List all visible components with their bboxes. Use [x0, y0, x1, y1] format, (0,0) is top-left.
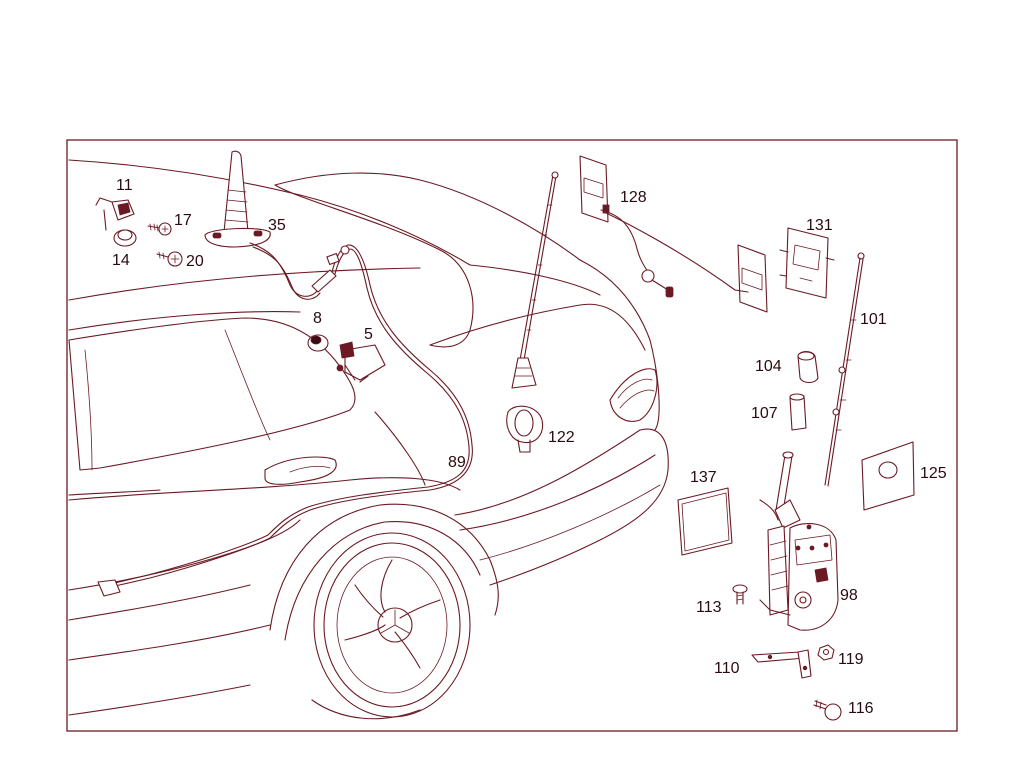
bolt-116: [813, 699, 842, 721]
diagram-frame: [66, 139, 958, 732]
label-98: 98: [840, 587, 858, 604]
label-20: 20: [186, 253, 204, 270]
screw-113: [732, 584, 748, 605]
rear-antenna-mast: [511, 171, 559, 389]
part-labels: 11 17 14 20 35 8 5 89 122 128 131 101 10…: [112, 177, 947, 717]
screw-17: [147, 222, 172, 236]
roof-antenna-35: [204, 150, 271, 248]
label-110: 110: [714, 660, 740, 677]
nut-119: [817, 644, 835, 661]
label-11: 11: [116, 177, 133, 194]
label-104: 104: [755, 358, 782, 375]
bracket-131: [779, 227, 835, 299]
bracket-110: [751, 649, 812, 679]
label-101: 101: [860, 311, 887, 328]
sleeve-104: [797, 350, 819, 384]
bracket-128: [579, 155, 736, 298]
label-35: 35: [268, 217, 286, 234]
gasket-125: [861, 441, 915, 511]
label-107: 107: [751, 405, 778, 422]
label-113: 113: [696, 599, 722, 616]
label-119: 119: [838, 651, 864, 668]
bracket-128-plate: [734, 244, 768, 313]
antenna-motor-98: [759, 451, 839, 631]
bushing-107: [789, 393, 807, 431]
label-137: 137: [690, 469, 717, 486]
grommet-8: [307, 334, 329, 352]
label-89: 89: [448, 454, 466, 471]
antenna-base-122: [506, 405, 544, 453]
label-128: 128: [620, 189, 647, 206]
antenna-cable-89: [97, 242, 473, 597]
car-body: [68, 159, 669, 720]
antenna-rod-101: [824, 252, 865, 487]
label-122: 122: [548, 429, 575, 446]
label-131: 131: [806, 217, 833, 234]
screw-20: [156, 251, 183, 267]
label-14: 14: [112, 252, 130, 269]
label-5: 5: [364, 326, 373, 343]
label-116: 116: [848, 700, 874, 717]
amplifier-5: [336, 341, 386, 383]
pad-137: [677, 487, 733, 556]
label-125: 125: [920, 465, 947, 482]
bracket-11: [95, 197, 135, 231]
label-8: 8: [313, 310, 322, 327]
nut-14: [113, 229, 137, 247]
label-17: 17: [174, 212, 192, 229]
